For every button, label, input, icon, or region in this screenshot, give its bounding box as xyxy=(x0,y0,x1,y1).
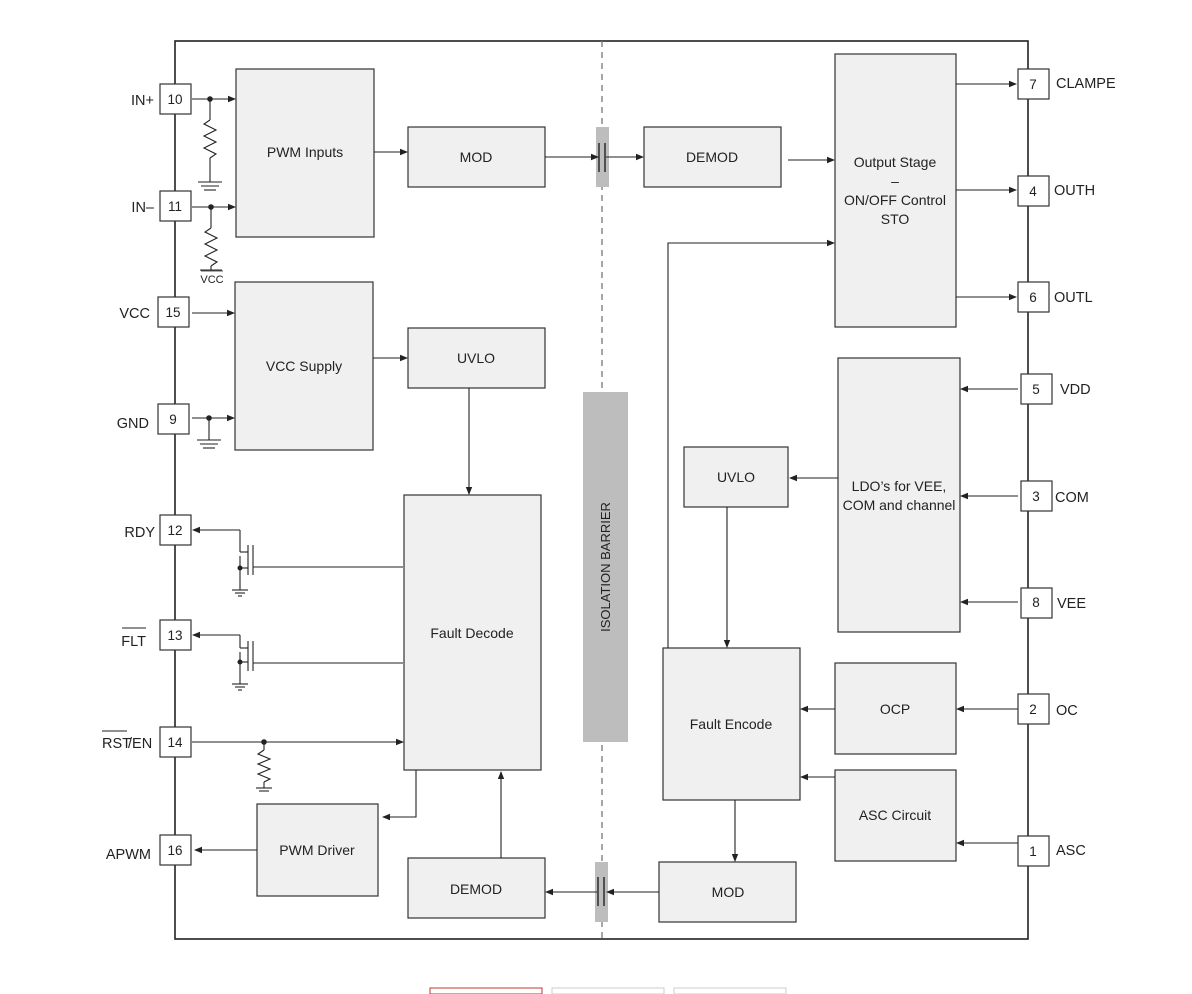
pin-number: 6 xyxy=(1029,290,1037,305)
mod-top-block: MOD xyxy=(407,126,546,188)
uvlo-left-block: UVLO xyxy=(407,327,546,389)
mod-top-label: MOD xyxy=(460,149,493,165)
pin-vee: 8 VEE xyxy=(1020,587,1086,619)
pin-name-en: /EN xyxy=(128,736,152,752)
asc-circuit-block: ASC Circuit xyxy=(834,769,957,862)
pin-name: OUTH xyxy=(1054,183,1095,199)
ldo-block: LDO’s for VEE, COM and channel xyxy=(837,357,961,633)
vcc-supply-block: VCC Supply xyxy=(234,281,374,451)
isolation-capacitor-top xyxy=(596,127,609,187)
pin-gnd: 9 GND xyxy=(117,403,190,435)
demod-top-block: DEMOD xyxy=(643,126,782,188)
vcc-pullup-label: VCC xyxy=(200,274,223,286)
pwm-driver-block: PWM Driver xyxy=(256,803,379,897)
pin-number: 12 xyxy=(167,523,182,538)
pin-in-minus: 11 IN– xyxy=(131,190,192,222)
demod-bottom-block: DEMOD xyxy=(407,857,546,919)
pin-flt: 13 FLT xyxy=(121,619,192,651)
pin-number: 10 xyxy=(167,92,182,107)
pin-com: 3 COM xyxy=(1020,480,1089,512)
pin-number: 11 xyxy=(168,199,182,214)
pin-name: APWM xyxy=(106,847,151,863)
pin-number: 7 xyxy=(1029,77,1037,92)
pin-name: IN– xyxy=(131,200,155,216)
demod-bottom-label: DEMOD xyxy=(450,881,502,897)
pin-vdd: 5 VDD xyxy=(1020,373,1091,405)
pin-apwm: 16 APWM xyxy=(106,834,192,866)
pin-name: FLT xyxy=(121,634,146,650)
pin-rst-en: 14 RST /EN xyxy=(102,726,192,758)
pin-name: ASC xyxy=(1056,843,1086,859)
mod-bottom-block: MOD xyxy=(658,861,797,923)
pin-clampe: 7 CLAMPE xyxy=(1017,68,1116,100)
output-stage-line-3: ON/OFF Control xyxy=(844,192,946,208)
fault-encode-label: Fault Encode xyxy=(690,716,773,732)
uvlo-right-block: UVLO xyxy=(683,446,789,508)
pin-name: VEE xyxy=(1057,596,1086,612)
pin-name: CLAMPE xyxy=(1056,76,1116,92)
pin-number: 4 xyxy=(1029,184,1037,199)
pin-name: OC xyxy=(1056,703,1078,719)
pin-oc: 2 OC xyxy=(1017,693,1078,725)
fault-encode-block: Fault Encode xyxy=(662,647,801,801)
output-stage-line-1: Output Stage xyxy=(854,154,937,170)
mod-bottom-label: MOD xyxy=(712,884,745,900)
pin-number: 8 xyxy=(1032,595,1040,610)
pin-name-rst: RST xyxy=(102,736,131,752)
pin-name: VCC xyxy=(119,306,150,322)
pin-asc: 1 ASC xyxy=(1017,835,1086,867)
pwm-inputs-block: PWM Inputs xyxy=(235,68,375,238)
pin-number: 3 xyxy=(1032,489,1040,504)
pin-outh: 4 OUTH xyxy=(1017,175,1095,207)
asc-circuit-label: ASC Circuit xyxy=(859,807,931,823)
pwm-inputs-label: PWM Inputs xyxy=(267,144,343,160)
pin-outl: 6 OUTL xyxy=(1017,281,1093,313)
ocp-block: OCP xyxy=(834,662,957,755)
pin-number: 9 xyxy=(169,412,177,427)
fault-decode-block: Fault Decode xyxy=(403,494,542,771)
pin-number: 15 xyxy=(165,305,180,320)
isolation-barrier: ISOLATION BARRIER xyxy=(583,392,628,742)
thumbnail-1 xyxy=(429,987,543,994)
ocp-label: OCP xyxy=(880,701,910,717)
vcc-supply-label: VCC Supply xyxy=(266,358,342,374)
pin-vcc: 15 VCC xyxy=(119,296,190,328)
uvlo-right-label: UVLO xyxy=(717,469,755,485)
isolation-barrier-label: ISOLATION BARRIER xyxy=(598,502,613,632)
output-stage-line-4: STO xyxy=(881,211,910,227)
bottom-thumbnails xyxy=(429,987,787,994)
pin-number: 16 xyxy=(167,843,182,858)
wires xyxy=(192,80,1018,896)
demod-top-label: DEMOD xyxy=(686,149,738,165)
pin-rdy: 12 RDY xyxy=(124,514,192,546)
pin-name: COM xyxy=(1055,490,1089,506)
thumbnail-3 xyxy=(673,987,787,994)
pin-in-plus: 10 IN+ xyxy=(131,83,192,115)
output-stage-block: Output Stage – ON/OFF Control STO xyxy=(834,53,957,328)
uvlo-left-label: UVLO xyxy=(457,350,495,366)
ldo-line-2: COM and channel xyxy=(843,497,956,513)
ldo-line-1: LDO’s for VEE, xyxy=(852,478,947,494)
pin-number: 14 xyxy=(167,735,183,750)
pin-name: VDD xyxy=(1060,382,1091,398)
pwm-driver-label: PWM Driver xyxy=(279,842,355,858)
pin-number: 2 xyxy=(1029,702,1037,717)
isolation-capacitor-bottom xyxy=(595,862,608,922)
pin-name: RDY xyxy=(124,525,155,541)
pin-name: OUTL xyxy=(1054,290,1093,306)
thumbnail-2 xyxy=(551,987,665,994)
pin-number: 5 xyxy=(1032,382,1040,397)
output-stage-line-2: – xyxy=(891,173,899,189)
pin-number: 1 xyxy=(1029,844,1037,859)
fault-decode-label: Fault Decode xyxy=(430,625,513,641)
pin-name: IN+ xyxy=(131,93,154,109)
pin-name: GND xyxy=(117,416,149,432)
pin-number: 13 xyxy=(167,628,182,643)
